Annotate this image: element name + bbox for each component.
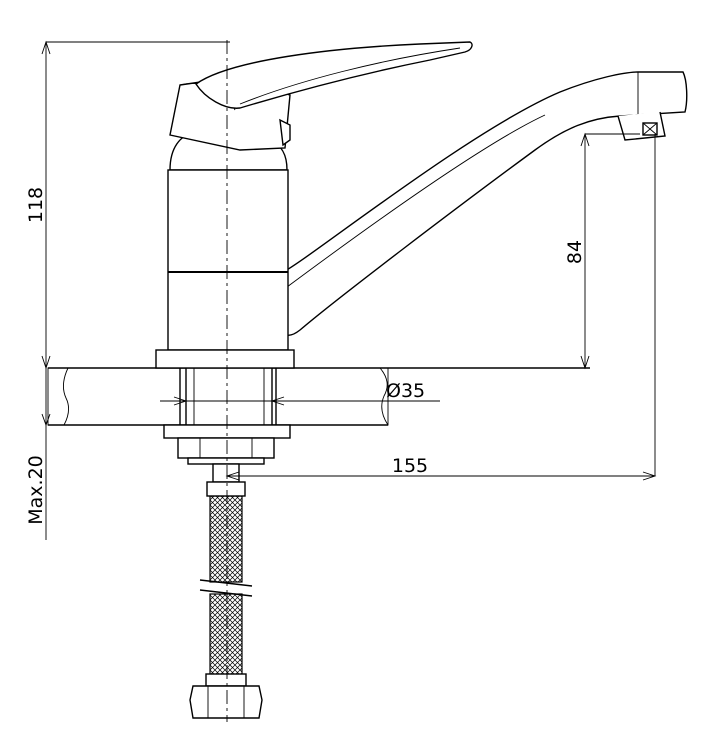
braided-hose <box>199 481 253 687</box>
dimension-height-total: 118 <box>25 40 230 370</box>
label-height-total: 118 <box>25 187 47 223</box>
label-hole-diameter: Ø35 <box>386 380 425 402</box>
mounting-shank <box>179 367 277 426</box>
label-spout-height: 84 <box>564 240 586 264</box>
under-counter-fittings <box>163 424 291 483</box>
label-spout-reach: 155 <box>392 455 428 477</box>
dimension-max-thickness: Max.20 <box>25 368 51 540</box>
dimension-spout-reach: 155 <box>225 134 657 481</box>
label-max-thickness: Max.20 <box>25 455 47 525</box>
dimension-hole-diameter: Ø35 <box>160 380 440 406</box>
lever-handle <box>169 41 473 151</box>
faucet-body <box>155 131 295 369</box>
dimension-spout-height: 84 <box>564 132 640 370</box>
countertop-section <box>47 367 590 426</box>
hose-nut <box>189 685 263 719</box>
spout <box>281 71 688 336</box>
